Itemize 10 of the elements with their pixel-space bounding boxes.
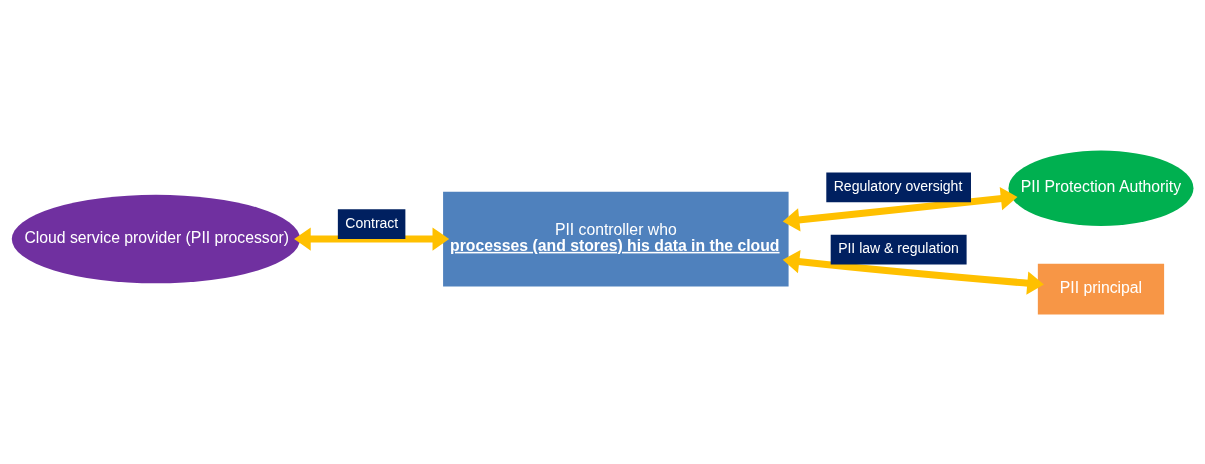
node-ellipse: Cloud service provider (PII processor)	[11, 194, 301, 283]
arrow	[294, 226, 450, 251]
arrow	[782, 249, 1044, 295]
node-box: PII principal	[1037, 263, 1165, 314]
node-box: PII controller who processes (and stores) his data in the cloud	[443, 191, 789, 286]
arrow	[782, 186, 1018, 231]
node-ellipse: PII Protection Authority	[1008, 150, 1194, 226]
edge-label: PII law & regulation	[838, 239, 959, 256]
edge-label: Regulatory oversight	[833, 177, 963, 194]
edge-label: Contract	[345, 214, 399, 230]
